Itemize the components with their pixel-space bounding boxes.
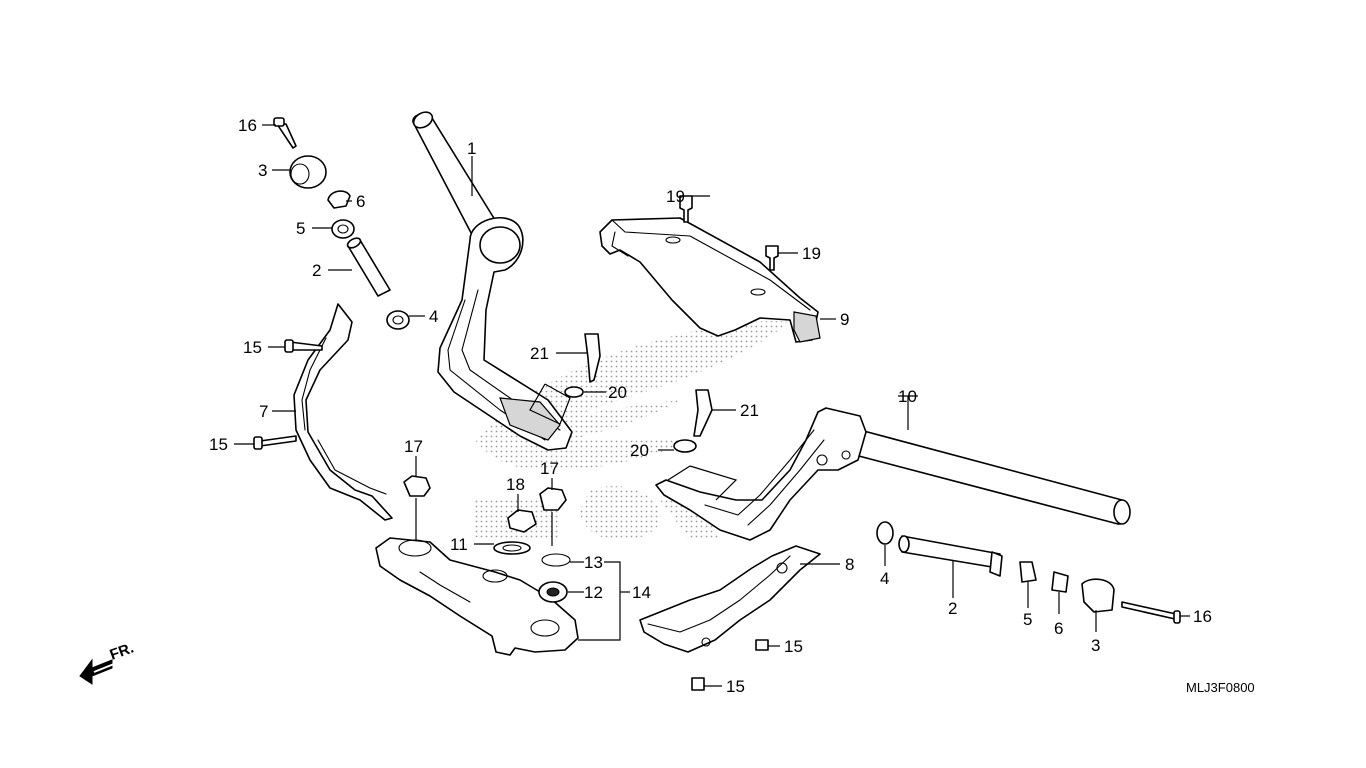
callout-4-right: 4: [880, 569, 889, 588]
callout-16-right: 16: [1193, 607, 1212, 626]
callout-19-right: 19: [802, 244, 821, 263]
front-direction-arrow: FR.: [79, 640, 137, 685]
right-handlebar-part-10: [655, 407, 1131, 541]
callout-10: 10: [898, 387, 917, 406]
diagram-code: MLJ3F0800: [1186, 680, 1255, 695]
callout-15-d: 15: [726, 677, 745, 696]
callout-11: 11: [450, 535, 468, 554]
callout-19-top: 19: [666, 187, 685, 206]
callout-18: 18: [506, 475, 525, 494]
callout-6-left: 6: [356, 192, 365, 211]
callout-20-right: 20: [630, 441, 649, 460]
callout-9: 9: [840, 310, 849, 329]
right-cover-part-8: [639, 545, 821, 653]
right-hardware: [673, 195, 1181, 691]
callout-3-right: 3: [1091, 636, 1100, 655]
callout-7: 7: [259, 402, 268, 421]
bottom-bridge-part-14: [375, 537, 579, 656]
callout-13: 13: [584, 553, 603, 572]
top-bridge-cover-part-9: [599, 217, 821, 343]
left-hardware: [253, 117, 601, 603]
callout-15-a: 15: [243, 338, 262, 357]
callout-4-left: 4: [429, 307, 438, 326]
left-handlebar-part-1: [412, 111, 573, 451]
callout-6-right: 6: [1054, 619, 1063, 638]
callout-15-c: 15: [784, 637, 803, 656]
callout-1: 1: [467, 139, 476, 158]
callout-12: 12: [584, 583, 603, 602]
callout-14: 14: [632, 583, 651, 602]
callout-21-left: 21: [530, 344, 549, 363]
callout-20-left: 20: [608, 383, 627, 402]
callout-21-right: 21: [740, 401, 759, 420]
callout-15-b: 15: [209, 435, 228, 454]
leader-lines: [234, 124, 1190, 687]
callout-5-right: 5: [1023, 610, 1032, 629]
callout-5-left: 5: [296, 219, 305, 238]
left-cover-part-7: [293, 303, 393, 521]
callout-labels: 1 16 3 6 5 2 4 15 7 15 17 18 17 11 13 12…: [209, 116, 1212, 696]
callout-17-right: 17: [540, 459, 559, 478]
callout-2-left: 2: [312, 261, 321, 280]
callout-17-left: 17: [404, 437, 423, 456]
front-direction-label: FR.: [108, 640, 137, 664]
callout-3-left: 3: [258, 161, 267, 180]
callout-8: 8: [845, 555, 854, 574]
callout-16-left: 16: [238, 116, 257, 135]
callout-2-right: 2: [948, 599, 957, 618]
